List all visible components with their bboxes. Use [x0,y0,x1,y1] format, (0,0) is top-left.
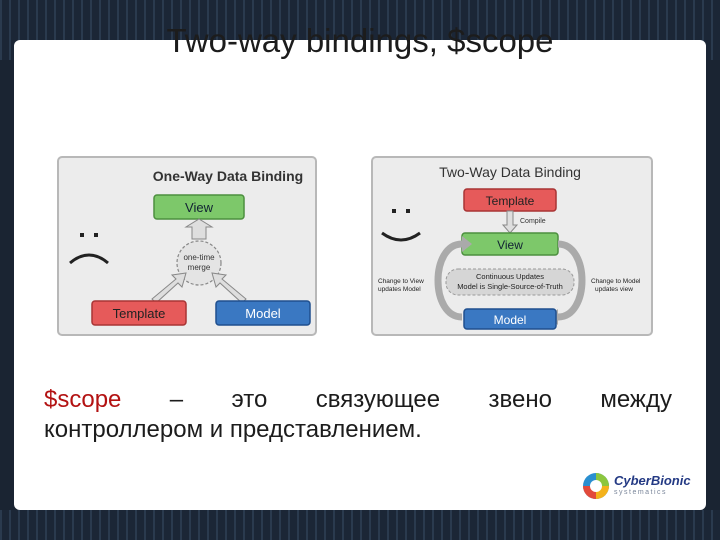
loop-left-arrow-icon [434,240,463,321]
one-way-view-label: View [185,200,214,215]
one-way-template-box [91,300,187,326]
slide-title: Two-way bindings, $scope [166,22,554,59]
one-way-heading: One-Way Data Binding [153,168,303,184]
compile-label: Compile [520,218,546,225]
continuous-updates-box [445,268,575,296]
caption-dash: – [169,386,184,413]
background-bottom-pattern [0,510,720,540]
continuous-updates-label: Continuous Updates [476,272,544,281]
cyberbionic-logo-icon [583,473,609,499]
caption-scope: $scope [44,386,122,413]
two-way-template-label: Template [486,194,535,208]
merge-label-2: merge [188,263,211,272]
two-way-view-label: View [497,238,523,252]
logo-name: CyberBionic [614,473,691,488]
right-note-2: updates view [595,286,633,293]
merge-circle [176,240,222,286]
caption-line-1: $scope – это связующее звено между [44,385,672,415]
logo: CyberBionic systematics [582,470,692,502]
two-way-diagram: Two-Way Data Binding Template Compile Vi… [371,156,653,336]
loop-left-arrowhead-icon [462,236,472,252]
neutral-face-icon [381,209,421,242]
sad-face-icon [69,233,109,265]
caption-text: $scope – это связующее звено между контр… [44,385,672,445]
one-way-model-box [215,300,311,326]
caption-word-2: связующее [315,386,441,413]
arrow-diagonal-left-icon [151,272,187,304]
caption-word-4: между [600,386,672,413]
left-note-2: updates Model [378,286,421,293]
caption-word-1: это [231,386,268,413]
left-note-1: Change to View [378,278,424,285]
two-way-heading: Two-Way Data Binding [439,164,581,180]
one-way-model-label: Model [245,306,281,321]
one-way-template-label: Template [113,306,166,321]
single-source-label: Model is Single-Source-of-Truth [457,282,563,291]
caption-word-3: звено [488,386,552,413]
arrow-diagonal-right-icon [211,272,247,304]
compile-arrow-icon [501,210,519,234]
arrow-up-icon [184,218,214,240]
caption-line-2: контроллером и представлением. [44,416,422,443]
one-way-diagram: One-Way Data Binding View one-time merge… [57,156,317,336]
loop-right-arrow-icon [557,240,586,321]
two-way-model-label: Model [494,313,527,327]
merge-label-1: one-time [183,253,215,262]
two-way-model-box [463,308,557,330]
logo-sub: systematics [614,489,668,496]
right-note-1: Change to Model [591,278,641,285]
